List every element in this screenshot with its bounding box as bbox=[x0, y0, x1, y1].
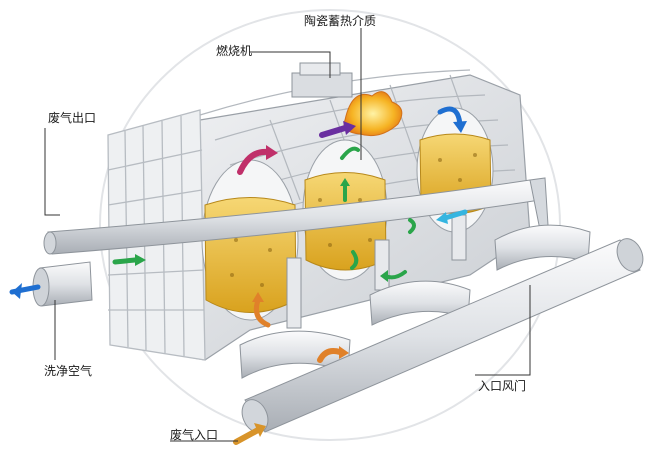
arrow-duct-green bbox=[112, 257, 138, 265]
label-ceramic-media: 陶瓷蓄热介质 bbox=[304, 14, 377, 28]
flow-arrows bbox=[9, 106, 468, 445]
flame bbox=[343, 91, 403, 137]
arrow-chamber2-green-down bbox=[350, 250, 359, 270]
arrow-chamber3-green bbox=[408, 218, 416, 234]
arrow-valve1-orange bbox=[317, 348, 343, 363]
burner-box bbox=[291, 62, 353, 98]
label-exhaust-outlet: 废气出口 bbox=[48, 111, 97, 125]
arrow-chamber1-orange bbox=[253, 297, 271, 328]
exhaust-outlet-pipe bbox=[43, 177, 549, 255]
arrow-chamber1-magenta bbox=[237, 148, 271, 175]
arrow-chamber3-cyan bbox=[442, 209, 468, 221]
label-burner: 燃烧机 bbox=[216, 44, 253, 58]
arrow-chamber3-blue bbox=[437, 106, 463, 128]
outlet-stub bbox=[32, 261, 93, 307]
background-ring bbox=[99, 9, 561, 441]
arrow-inlet-orange bbox=[233, 427, 261, 445]
label-purge-air: 洗净空气 bbox=[44, 364, 93, 378]
leader-lines bbox=[44, 28, 531, 442]
label-inlet-damper: 入口风门 bbox=[478, 379, 527, 393]
label-exhaust-inlet: 废气入口 bbox=[170, 428, 219, 442]
arrow-top-purple bbox=[319, 125, 348, 138]
valve-housings bbox=[239, 224, 591, 379]
